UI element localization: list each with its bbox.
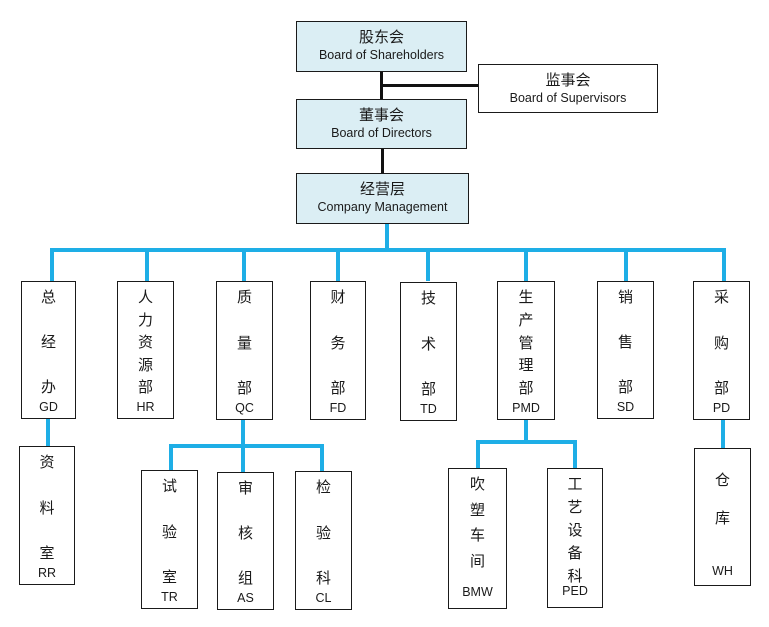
department-code-hr: HR [136, 400, 155, 414]
department-code-pd: PD [712, 401, 731, 415]
subunit-name-tr: 试 验 室 [161, 477, 177, 586]
drop-hr [145, 248, 149, 281]
connector-pmd-bmw [476, 440, 480, 468]
connector-pmd-stem [524, 420, 528, 442]
shareholders-en-label: Board of Shareholders [318, 48, 445, 62]
connector-supervisors [381, 84, 478, 87]
subunit-box-cl: 检 验 科 CL [295, 471, 352, 610]
department-name-gd: 总 经 办 [40, 288, 56, 396]
subunit-code-ped: PED [562, 584, 588, 598]
subunit-name-rr: 资 料 室 [39, 453, 55, 562]
department-name-qc: 质 量 部 [236, 288, 252, 397]
subunit-box-ped: 工 艺 设 备 科 PED [547, 468, 603, 608]
department-box-fd: 财 务 部 FD [310, 281, 366, 420]
department-name-pd: 采 购 部 [713, 288, 729, 397]
board-of-shareholders-box: 股东会 Board of Shareholders [296, 21, 467, 72]
subunit-code-as: AS [237, 591, 254, 605]
department-name-td: 技 术 部 [420, 289, 436, 398]
connector-pmd-bus [476, 440, 577, 444]
management-en-label: Company Management [317, 200, 448, 214]
department-code-sd: SD [616, 400, 635, 414]
drop-qc [242, 248, 246, 281]
connector-pmd-ped [573, 440, 577, 468]
directors-en-label: Board of Directors [331, 126, 432, 140]
subunit-code-wh: WH [712, 564, 733, 578]
department-name-fd: 财 务 部 [330, 288, 346, 397]
subunit-box-as: 审 核 组 AS [217, 472, 274, 610]
subunit-code-rr: RR [37, 566, 57, 580]
connector-gd-rr [46, 419, 50, 447]
department-name-pmd: 生 产 管 理 部 [518, 288, 534, 397]
subunit-box-rr: 资 料 室 RR [19, 446, 75, 585]
subunit-box-bmw: 吹 塑 车 间 BMW [448, 468, 507, 609]
subunit-code-cl: CL [315, 591, 332, 605]
subunit-name-ped: 工 艺 设 备 科 [567, 475, 583, 585]
connector-qc-cl [320, 444, 324, 471]
subunit-name-as: 审 核 组 [237, 479, 253, 587]
subunit-name-cl: 检 验 科 [315, 478, 331, 587]
subunit-code-tr: TR [161, 590, 178, 604]
drop-pd [722, 248, 726, 281]
shareholders-cn-label: 股东会 [358, 28, 404, 46]
department-code-td: TD [420, 402, 437, 416]
directors-cn-label: 董事会 [358, 106, 404, 124]
department-code-fd: FD [329, 401, 347, 415]
subunit-box-tr: 试 验 室 TR [141, 470, 198, 609]
connector-qc-tr [169, 444, 173, 471]
department-box-hr: 人 力 资 源 部 HR [117, 281, 174, 419]
company-management-box: 经营层 Company Management [296, 173, 469, 224]
subunit-box-wh: 仓 库 WH [694, 448, 751, 586]
subunit-code-bmw: BMW [462, 585, 493, 599]
department-box-pd: 采 购 部 PD [693, 281, 750, 420]
connector-management-bus [385, 224, 389, 252]
drop-td [426, 248, 430, 281]
drop-sd [624, 248, 628, 281]
connector-qc-bus [169, 444, 324, 448]
department-box-td: 技 术 部 TD [400, 282, 457, 421]
drop-gd [50, 248, 54, 281]
drop-pmd [524, 248, 528, 281]
board-of-supervisors-box: 监事会 Board of Supervisors [478, 64, 658, 113]
connector-pd-wh [721, 420, 725, 449]
supervisors-en-label: Board of Supervisors [509, 91, 627, 105]
department-bus-line [50, 248, 726, 252]
department-code-gd: GD [39, 400, 58, 414]
department-box-pmd: 生 产 管 理 部 PMD [497, 281, 555, 420]
department-name-sd: 销 售 部 [617, 288, 633, 396]
connector-directors-management [381, 148, 384, 173]
subunit-name-wh: 仓 库 [714, 471, 730, 527]
department-box-sd: 销 售 部 SD [597, 281, 654, 419]
drop-fd [336, 248, 340, 281]
department-code-qc: QC [235, 401, 254, 415]
board-of-directors-box: 董事会 Board of Directors [296, 99, 467, 149]
subunit-name-bmw: 吹 塑 车 间 [469, 475, 485, 570]
department-box-qc: 质 量 部 QC [216, 281, 273, 420]
department-code-pmd: PMD [512, 401, 540, 415]
department-box-gd: 总 经 办 GD [21, 281, 76, 419]
department-name-hr: 人 力 资 源 部 [137, 288, 153, 396]
management-cn-label: 经营层 [359, 180, 405, 198]
supervisors-cn-label: 监事会 [545, 71, 591, 89]
